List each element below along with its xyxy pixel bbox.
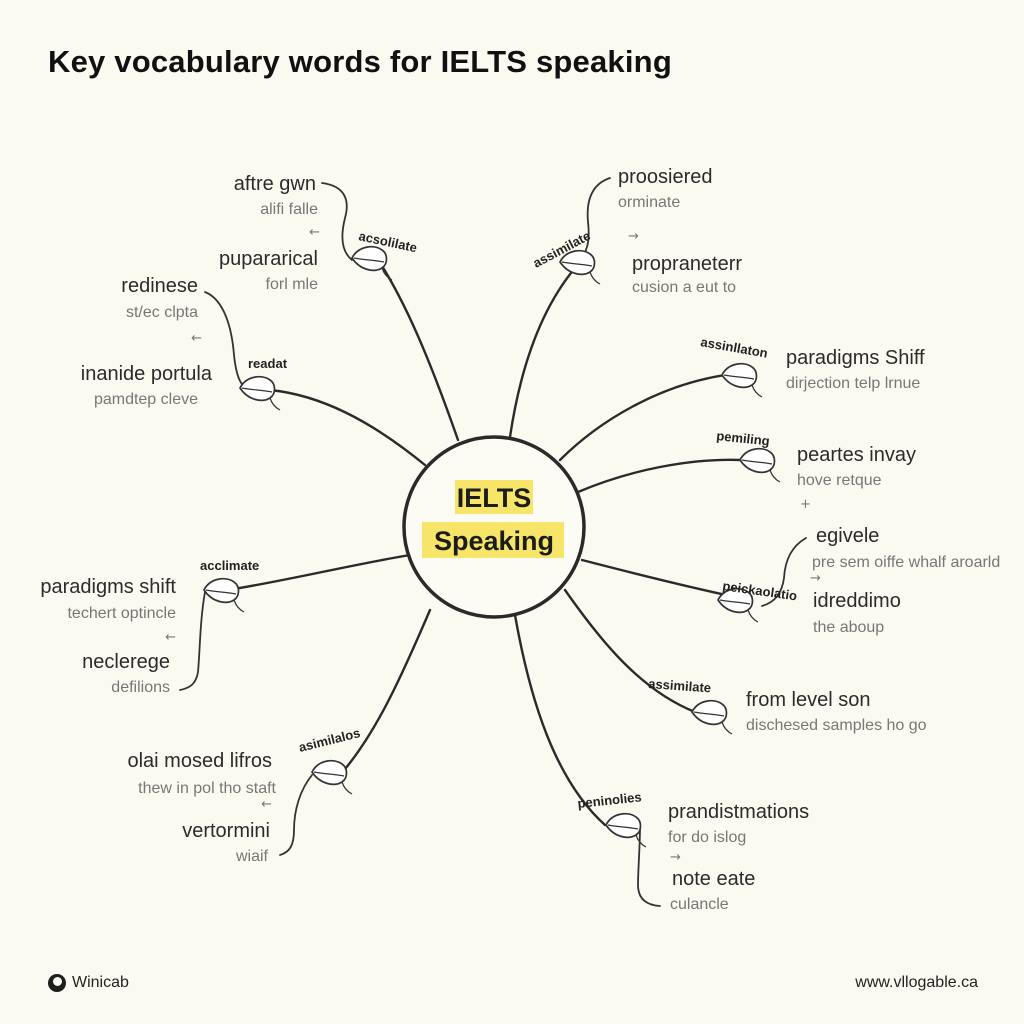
- branch-2-word-2: inanide portula: [81, 363, 213, 385]
- branch-3-arrow: ←: [165, 630, 176, 645]
- branch-line-2: [270, 390, 425, 465]
- footer-brand: Winicab: [48, 974, 129, 992]
- branch-4[interactable]: asimilalos olai mosed lifros thew in pol…: [127, 725, 361, 865]
- hub-label-line1: IELTS: [457, 483, 532, 513]
- footer-brand-name: Winicab: [72, 974, 129, 992]
- branch-line-6: [560, 375, 725, 460]
- branch-5-def-2: cusion a eut to: [632, 279, 736, 296]
- branch-7-word-1: peartes invay: [797, 444, 916, 466]
- branch-5-word-2: propraneterr: [632, 253, 742, 275]
- branch-3-tag: acclimate: [200, 558, 259, 573]
- branch-2-arrow: ←: [191, 331, 202, 346]
- branch-3-def-2: defilions: [111, 679, 170, 696]
- branch-line-7: [578, 460, 742, 492]
- branch-line-1: [375, 255, 458, 440]
- branch-4-word-2: vertormini: [182, 820, 270, 842]
- branch-6-word-1: paradigms Shiff: [786, 347, 925, 369]
- branch-10-def-2: culancle: [670, 896, 729, 913]
- branch-4-arrow: ←: [261, 797, 272, 812]
- branch-1-def-2: forl mle: [266, 276, 319, 293]
- branch-2-tag: readat: [248, 356, 288, 371]
- branch-8[interactable]: peickaolatio egivele pre sem oiffe whalf…: [718, 525, 1000, 636]
- branch-3-word-2: neclerege: [82, 651, 170, 673]
- branch-4-def-2: wiaif: [235, 848, 269, 865]
- branch-line-4: [340, 610, 430, 775]
- branch-2-def-1: st/ec clpta: [126, 304, 198, 321]
- branch-1-word-1: aftre gwn: [234, 173, 316, 195]
- branch-1-word-2: pupararical: [219, 248, 318, 270]
- branch-2[interactable]: readat redinese st/ec clpta ← inanide po…: [81, 275, 288, 410]
- branch-7[interactable]: pemiling peartes invay hove retque +: [716, 428, 916, 512]
- branch-4-word-1: olai mosed lifros: [127, 750, 272, 772]
- branch-10-def-1: for do islog: [668, 829, 746, 846]
- branch-8-def-1: pre sem oiffe whalf aroarld: [812, 554, 1000, 571]
- branch-6[interactable]: assinllaton paradigms Shiff dirjection t…: [699, 334, 925, 397]
- branch-9[interactable]: assimilate from level son dischesed samp…: [648, 676, 927, 734]
- branch-10-word-1: prandistmations: [668, 801, 809, 823]
- branch-10-tag: peninolies: [577, 789, 643, 811]
- branch-7-tag: pemiling: [716, 428, 771, 449]
- branch-10-arrow: →: [670, 850, 681, 865]
- footer-url[interactable]: www.vllogable.ca: [855, 974, 978, 992]
- branch-2-def-2: pamdtep cleve: [94, 391, 198, 408]
- branch-5[interactable]: assimilate proosiered orminate → propran…: [530, 166, 742, 296]
- branch-2-word-1: redinese: [121, 275, 198, 297]
- branch-line-10: [515, 615, 605, 825]
- branch-4-def-1: thew in pol tho staft: [138, 780, 276, 797]
- branch-10[interactable]: peninolies prandistmations for do islog …: [577, 789, 809, 913]
- branch-3-def-1: techert optincle: [67, 605, 176, 622]
- branch-9-word-1: from level son: [746, 689, 871, 711]
- branch-1-def-1: alifi falle: [260, 201, 318, 218]
- branch-9-def-1: dischesed samples ho go: [746, 717, 927, 734]
- branch-8-word-2: idreddimo: [813, 590, 901, 612]
- branch-line-9: [565, 590, 695, 712]
- branch-5-arrow: →: [628, 229, 639, 244]
- branch-3-word-1: paradigms shift: [40, 576, 176, 598]
- branch-5-def-1: orminate: [618, 194, 680, 211]
- branch-10-word-2: note eate: [672, 868, 755, 890]
- branch-8-arrow: →: [810, 571, 821, 586]
- branch-6-def-1: dirjection telp lrnue: [786, 375, 920, 392]
- branch-6-tag: assinllaton: [699, 334, 769, 361]
- brand-logo-icon: [48, 974, 66, 992]
- branch-8-word-1: egivele: [816, 525, 879, 547]
- branch-4-tag: asimilalos: [297, 725, 362, 755]
- hub-node[interactable]: IELTS Speaking: [404, 437, 584, 617]
- branch-8-def-2: the aboup: [813, 619, 884, 636]
- branch-line-5: [510, 268, 575, 437]
- branch-7-mark: +: [800, 497, 811, 512]
- branch-7-def-1: hove retque: [797, 472, 882, 489]
- branch-1-arrow: ←: [309, 225, 320, 240]
- branch-5-word-1: proosiered: [618, 166, 713, 188]
- hub-label-line2: Speaking: [434, 526, 554, 556]
- branch-3[interactable]: acclimate paradigms shift techert optinc…: [40, 558, 259, 696]
